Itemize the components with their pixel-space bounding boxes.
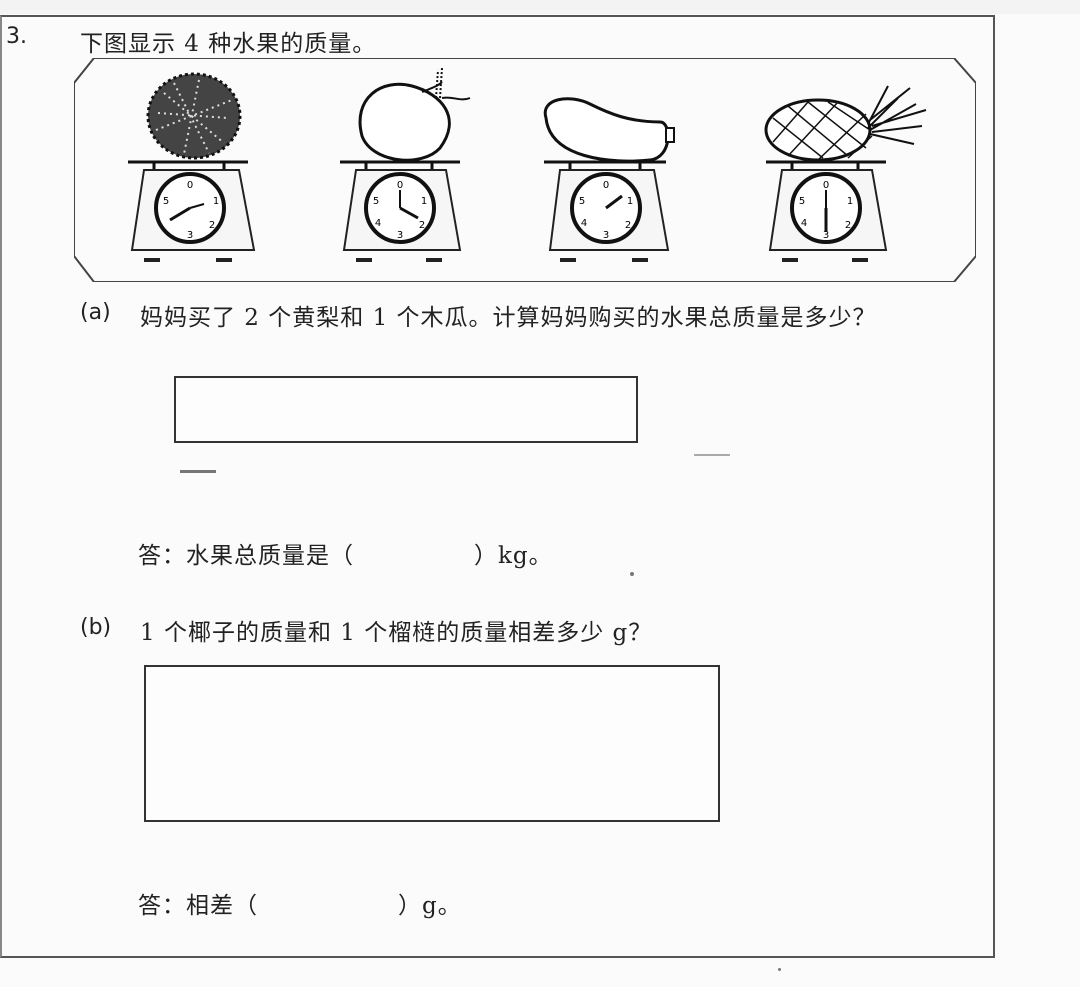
coconut-scale-icon: 0 1 2 3 4 5 [340, 67, 471, 262]
svg-text:2: 2 [209, 220, 215, 231]
svg-text:3: 3 [187, 230, 193, 241]
scan-dot [778, 968, 781, 971]
part-b-label: (b) [80, 615, 112, 640]
papaya-scale-icon: 0 1 2 3 4 5 [543, 97, 675, 262]
part-a-question: 妈妈买了 2 个黄梨和 1 个木瓜。计算妈妈购买的水果总质量是多少？ [140, 305, 877, 331]
durian-scale-icon: 0 1 2 3 5 [128, 72, 256, 262]
scan-mark [180, 470, 216, 473]
part-b-answer: 答：相差（ ）g。 [138, 886, 462, 920]
svg-text:0: 0 [397, 180, 403, 191]
svg-text:3: 3 [823, 230, 829, 241]
coconut-icon [358, 67, 471, 162]
part-a-label: (a) [80, 300, 111, 325]
svg-text:2: 2 [625, 220, 631, 231]
part-b-working-box[interactable] [144, 665, 720, 822]
svg-text:4: 4 [801, 218, 807, 229]
svg-text:1: 1 [627, 196, 633, 207]
question-frame [0, 15, 995, 958]
svg-text:4: 4 [581, 218, 587, 229]
svg-text:1: 1 [421, 196, 427, 207]
svg-text:4: 4 [375, 218, 381, 229]
part-b-answer-suffix: ）g。 [398, 893, 462, 919]
svg-text:1: 1 [213, 196, 219, 207]
durian-icon [146, 72, 242, 160]
scan-dots [694, 454, 730, 456]
question-number: 3. [6, 24, 27, 49]
svg-text:3: 3 [397, 230, 403, 241]
svg-text:2: 2 [845, 220, 851, 231]
svg-text:5: 5 [373, 196, 379, 207]
svg-text:5: 5 [163, 196, 169, 207]
papaya-icon [543, 97, 675, 163]
svg-text:0: 0 [603, 180, 609, 191]
pineapple-scale-icon: 0 1 2 3 4 5 [764, 85, 927, 262]
svg-text:5: 5 [579, 196, 585, 207]
svg-text:2: 2 [419, 220, 425, 231]
part-a-answer-suffix: ）kg。 [474, 543, 553, 569]
svg-text:5: 5 [799, 196, 805, 207]
part-b-question: 1 个椰子的质量和 1 个榴梿的质量相差多少 g？ [140, 620, 653, 646]
part-a-answer: 答：水果总质量是（ ）kg。 [138, 536, 553, 570]
fruit-scales-figure: 0 1 2 3 5 0 1 2 3 4 5 [74, 58, 976, 282]
part-b-answer-prefix: 答：相差（ [138, 893, 258, 919]
scan-dot [630, 572, 634, 576]
part-a-answer-prefix: 答：水果总质量是（ [138, 543, 354, 569]
svg-text:3: 3 [603, 230, 609, 241]
part-a-working-box[interactable] [174, 376, 638, 443]
pineapple-icon [764, 85, 927, 162]
question-title: 下图显示 4 种水果的质量。 [80, 31, 377, 57]
svg-text:0: 0 [823, 180, 829, 191]
svg-text:1: 1 [847, 196, 853, 207]
svg-text:0: 0 [187, 180, 193, 191]
scan-top-margin [0, 0, 1080, 14]
